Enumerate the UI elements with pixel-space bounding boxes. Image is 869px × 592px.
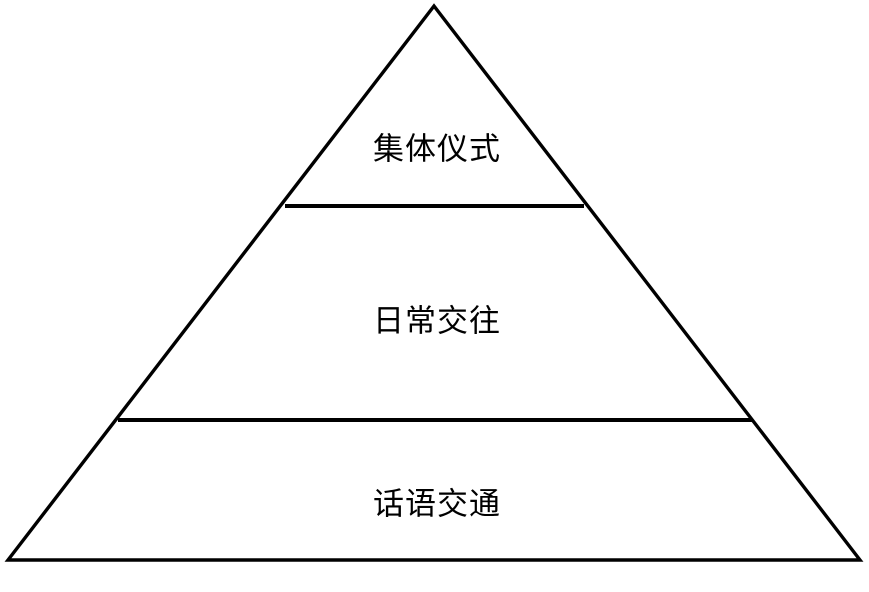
pyramid-triangle-outline — [4, 3, 864, 562]
tier-label-bottom: 话语交通 — [373, 486, 501, 523]
tier-label-top: 集体仪式 — [373, 131, 501, 168]
tier-label-middle: 日常交往 — [373, 303, 501, 340]
